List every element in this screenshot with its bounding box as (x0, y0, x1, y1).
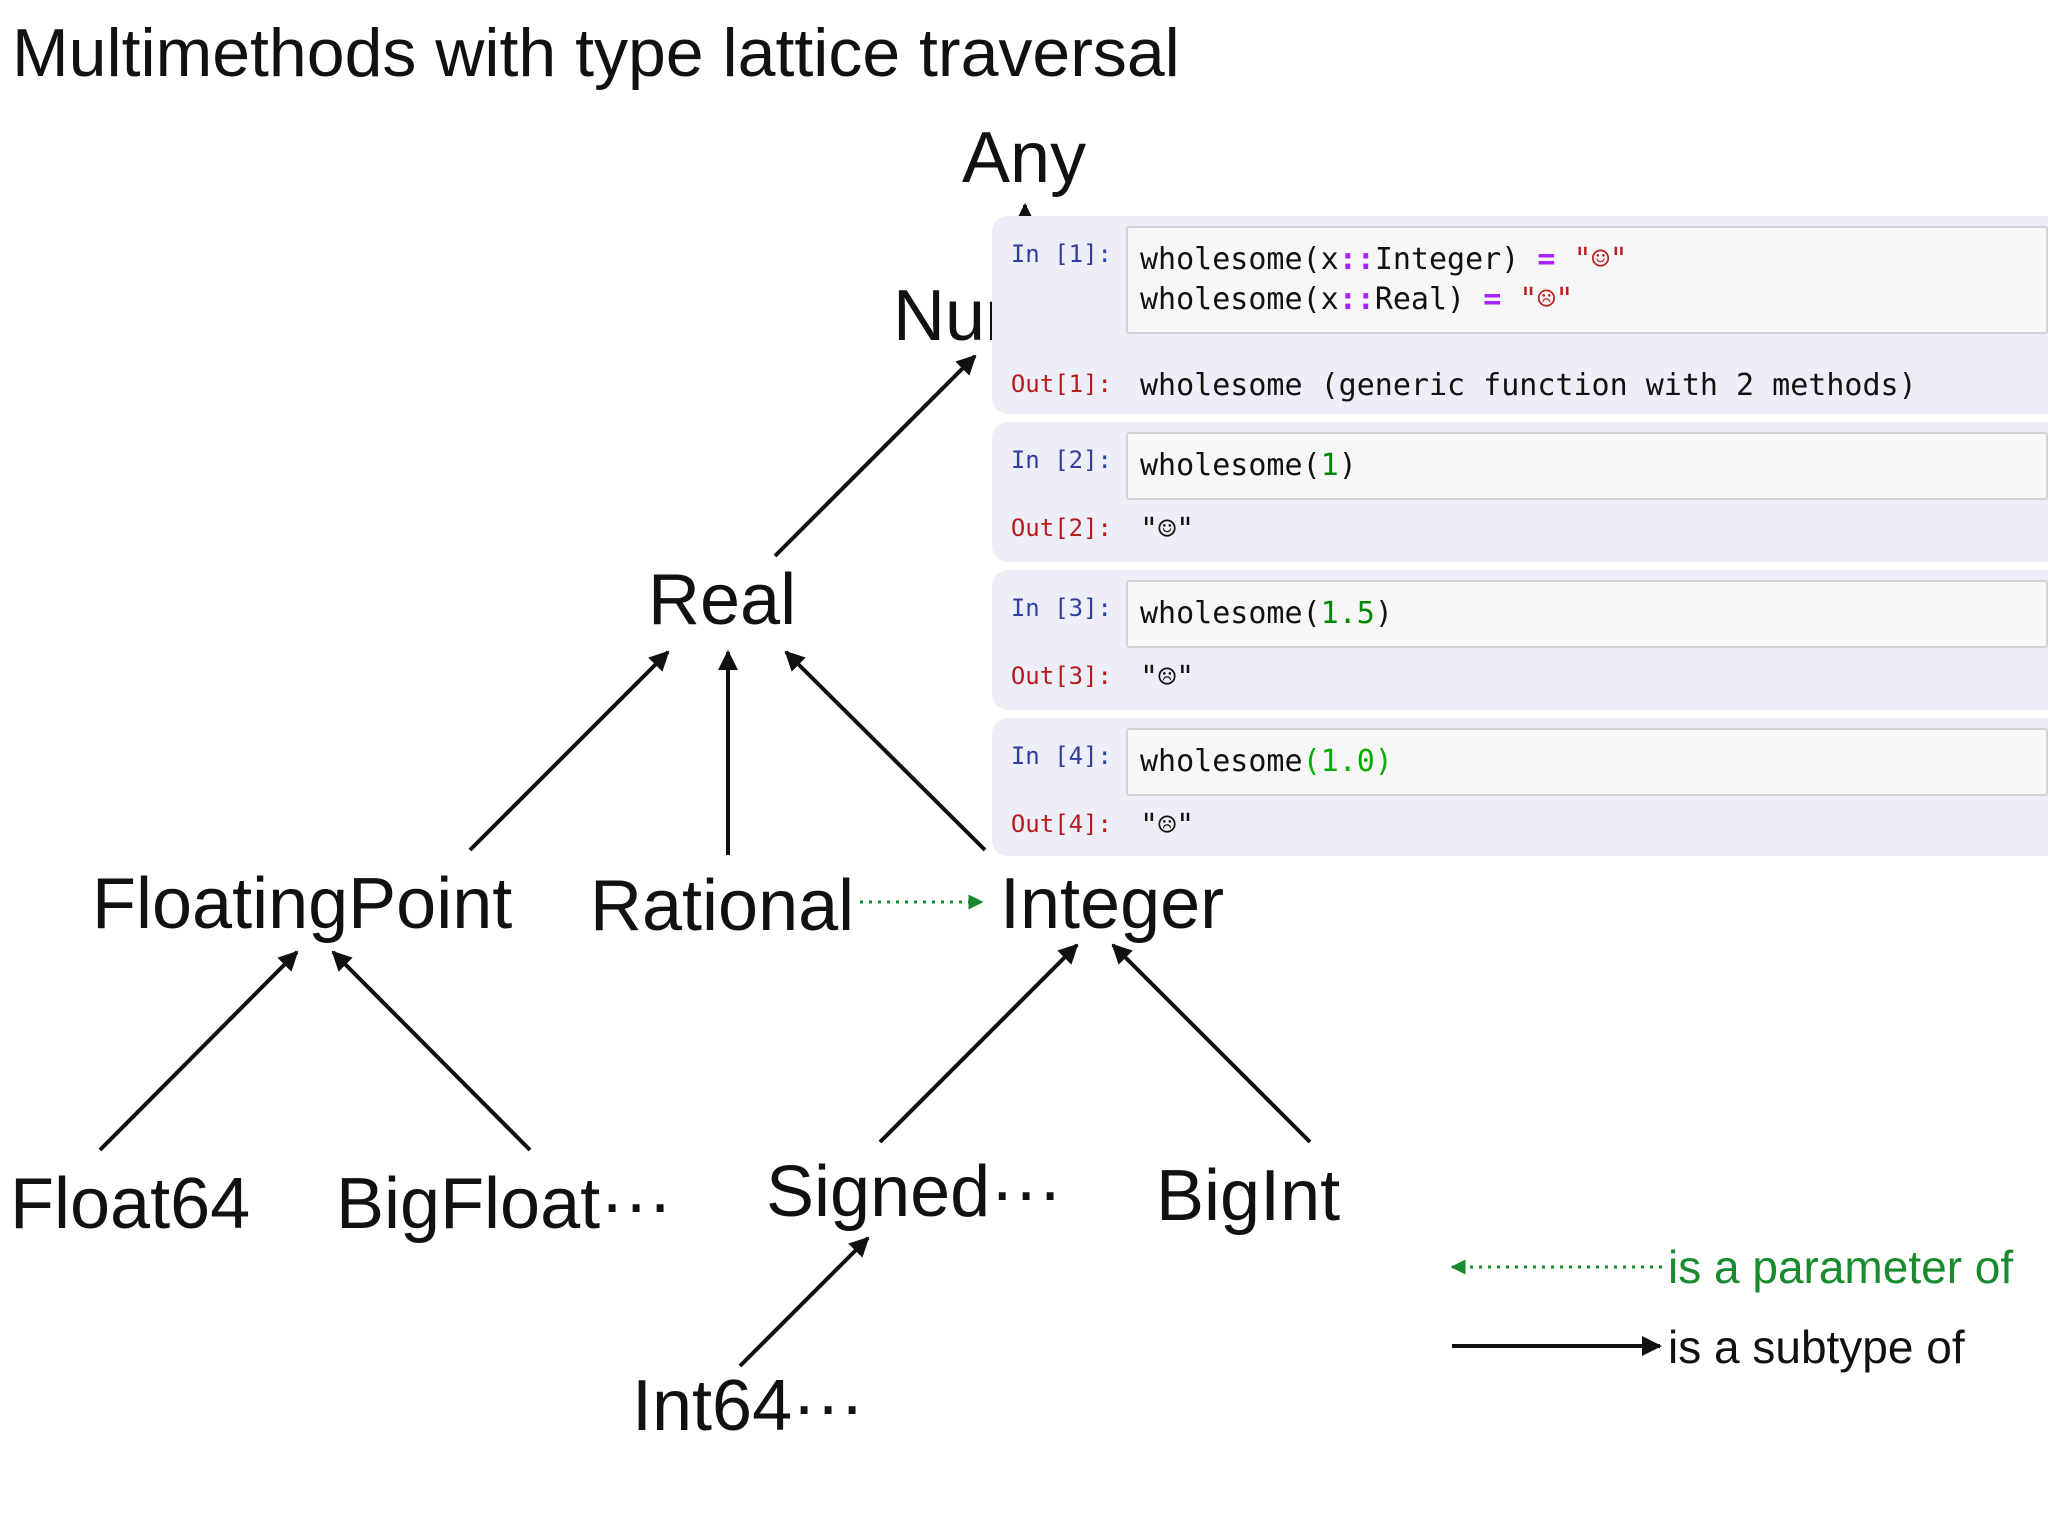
code-input[interactable]: wholesome(1.5) (1126, 580, 2048, 648)
out-prompt: Out[4]: (1010, 810, 1112, 838)
notebook-cell-1[interactable]: In [1]: wholesome(x::Integer) = "☺" whol… (992, 216, 2048, 414)
code-token: wholesome(x (1140, 282, 1339, 317)
node-signed: Signed··· (766, 1152, 1063, 1232)
legend-subtype-label: is a subtype of (1668, 1321, 1965, 1373)
cell-output: "☺" (1140, 512, 1195, 547)
code-token: wholesome( (1140, 596, 1321, 631)
out-prompt: Out[1]: (1010, 370, 1112, 398)
code-token: 1.5 (1320, 596, 1375, 631)
node-real: Real (648, 560, 797, 640)
edge-bigfloat-floatingpoint (331, 950, 532, 1152)
node-integer: Integer (1000, 864, 1225, 944)
code-input[interactable]: wholesome(x::Integer) = "☺" wholesome(x:… (1126, 226, 2048, 334)
in-prompt: In [4]: (1010, 742, 1112, 770)
in-prompt: In [3]: (1010, 594, 1112, 622)
cell-output: "☹" (1140, 660, 1195, 695)
code-token: "☺" (1555, 242, 1628, 277)
code-token: "☹" (1501, 282, 1574, 317)
code-token: wholesome( (1140, 448, 1321, 483)
node-any: Any (962, 118, 1087, 198)
node-bigfloat: BigFloat··· (336, 1164, 673, 1244)
code-input[interactable]: wholesome(1) (1126, 432, 2048, 500)
code-token: :: (1338, 282, 1375, 317)
out-prompt: Out[2]: (1010, 514, 1112, 542)
edge-floatingpoint-real (468, 650, 670, 852)
legend-parameter-label: is a parameter of (1668, 1241, 2014, 1293)
code-token: ) (1374, 596, 1393, 631)
notebook-panel: In [1]: wholesome(x::Integer) = "☺" whol… (992, 216, 2048, 864)
notebook-cell-2[interactable]: In [2]: wholesome(1) Out[2]: "☺" (992, 422, 2048, 562)
notebook-cell-3[interactable]: In [3]: wholesome(1.5) Out[3]: "☹" (992, 570, 2048, 710)
code-token: wholesome (1140, 744, 1303, 779)
edge-int64-signed (738, 1236, 870, 1368)
node-float64: Float64 (10, 1164, 251, 1244)
edge-signed-integer (878, 943, 1079, 1144)
code-token: ) (1338, 448, 1357, 483)
edge-real-number (773, 354, 977, 558)
edge-integer-real (784, 650, 987, 852)
edge-bigint-integer (1111, 943, 1312, 1144)
node-rational: Rational (590, 866, 855, 946)
node-floatingpoint: FloatingPoint (92, 864, 513, 944)
in-prompt: In [1]: (1010, 240, 1112, 268)
code-token: (1.0) (1302, 744, 1393, 779)
cell-output: "☹" (1140, 808, 1195, 843)
edge-float64-floatingpoint (98, 950, 299, 1152)
slide-title: Multimethods with type lattice traversal (12, 15, 1180, 91)
code-token: = (1537, 242, 1556, 277)
cell-output: wholesome (generic function with 2 metho… (1140, 368, 1917, 403)
code-input[interactable]: wholesome(1.0) (1126, 728, 2048, 796)
in-prompt: In [2]: (1010, 446, 1112, 474)
out-prompt: Out[3]: (1010, 662, 1112, 690)
code-token: 1 (1320, 448, 1339, 483)
code-token: = (1483, 282, 1502, 317)
notebook-cell-4[interactable]: In [4]: wholesome(1.0) Out[4]: "☹" (992, 718, 2048, 856)
node-int64: Int64··· (632, 1366, 865, 1446)
code-token: wholesome(x (1140, 242, 1339, 277)
node-bigint: BigInt (1156, 1156, 1341, 1236)
code-token: Integer) (1374, 242, 1538, 277)
code-token: :: (1338, 242, 1375, 277)
code-token: Real) (1374, 282, 1484, 317)
